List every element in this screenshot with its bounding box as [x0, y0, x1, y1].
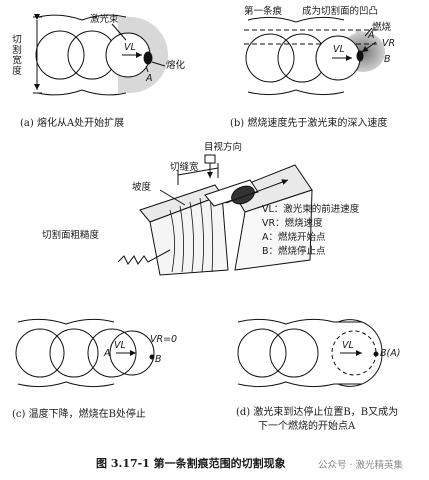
point-b-label-c: B — [155, 354, 162, 365]
legend-item: A：燃烧开始点 — [262, 232, 326, 243]
kerf-width-label: 切割宽度 — [10, 34, 21, 76]
caption-d-line2: 下一个燃烧的开始点A — [258, 421, 356, 432]
vl-label-d: VL — [342, 340, 354, 351]
point-a-label-b: A — [368, 30, 375, 41]
legend-item: VL：激光束的前进速度 — [262, 204, 360, 215]
first-mark-label: 第一条痕 — [244, 6, 283, 17]
vr-zero-label: VR=0 — [150, 334, 178, 345]
view-direction-label: 目视方向 — [204, 142, 243, 153]
panel-c-drawing — [15, 318, 155, 388]
workpiece-drawing — [117, 154, 313, 276]
panel-b-drawing — [244, 16, 385, 96]
panel-a-drawing — [33, 14, 168, 96]
caption-d-line1: (d) 激光束到达停止位置B，B又成为 — [236, 407, 399, 418]
laser-beam-label: 激光束 — [90, 14, 119, 25]
kerf-label: 切缝宽 — [170, 162, 199, 173]
bump-label: 成为切割面的凹凸 — [302, 6, 379, 17]
roughness-label: 切割面粗糙度 — [42, 230, 100, 241]
caption-b: (b) 燃烧速度先于激光束的深入速度 — [230, 118, 388, 129]
panel-d-drawing — [237, 318, 383, 388]
point-ba-label: B(A) — [380, 348, 401, 359]
point-a-label: A — [146, 73, 153, 84]
figure-caption: 图 3.17-1 第一条割痕范围的切割现象 — [96, 457, 286, 470]
vr-label: VR — [382, 38, 396, 49]
legend-item: B：燃烧停止点 — [262, 246, 326, 257]
slope-label: 坡度 — [132, 182, 152, 193]
point-b-label-b: B — [384, 54, 391, 65]
watermark: 公众号 · 激光精英集 — [318, 460, 404, 471]
point-a-label-c: A — [104, 348, 111, 359]
vl-label-b: VL — [333, 44, 345, 55]
burn-label: 燃烧 — [372, 22, 392, 33]
vl-label: VL — [124, 42, 136, 53]
melt-label: 熔化 — [166, 60, 186, 71]
vl-label-c: VL — [114, 340, 126, 351]
caption-a: (a) 熔化从A处开始扩展 — [20, 118, 125, 129]
legend-item: VR：燃烧速度 — [262, 218, 323, 229]
caption-c: (c) 温度下降，燃烧在B处停止 — [12, 409, 146, 420]
